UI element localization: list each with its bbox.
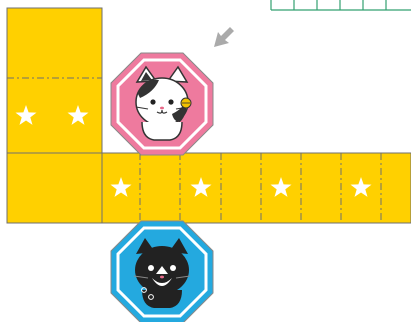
pink-badge xyxy=(111,53,213,155)
left-panel xyxy=(7,8,102,153)
top-table-fragment xyxy=(271,0,411,10)
bottom-left-panel xyxy=(7,153,102,223)
blue-badge xyxy=(111,221,213,322)
diagonal-arrow-icon xyxy=(214,27,236,47)
